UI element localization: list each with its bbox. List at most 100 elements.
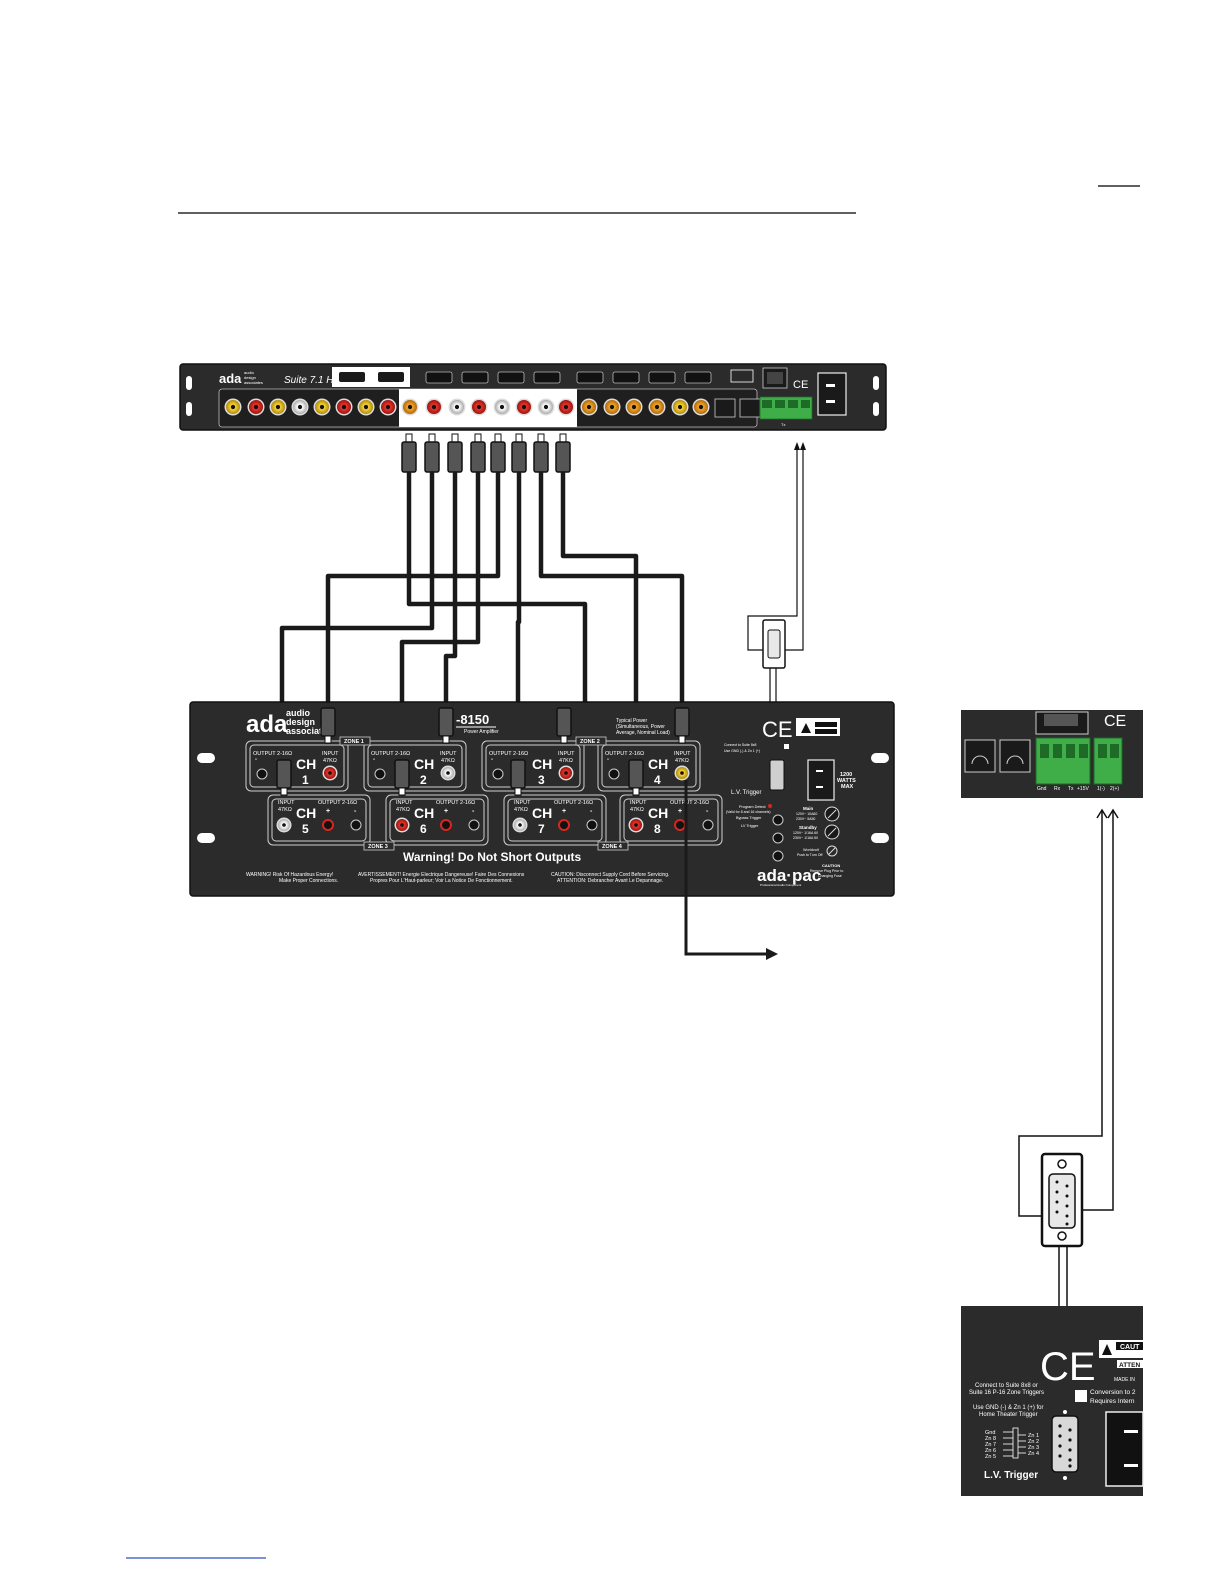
minus-sign: - bbox=[607, 757, 609, 763]
worldvolt-switch[interactable] bbox=[826, 845, 838, 857]
lv-pin-label: Zn 4 bbox=[1028, 1451, 1039, 1457]
channel-word: CH bbox=[296, 756, 316, 772]
zoom-lv-label: L.V. Trigger bbox=[984, 1470, 1038, 1481]
hdmi-ports bbox=[425, 371, 712, 384]
rca-plug bbox=[555, 441, 571, 473]
speaker-terminal-negative bbox=[586, 819, 598, 831]
warning-en: Make Proper Connections. bbox=[279, 878, 338, 884]
plus-sign: + bbox=[326, 808, 330, 815]
rca-plug bbox=[533, 441, 549, 473]
amplifier-back-panel: ada audio design associates -8150 Power … bbox=[189, 701, 895, 897]
terminal-pin-label: Tx bbox=[1068, 786, 1074, 792]
receiver-brand-line: audio bbox=[244, 370, 255, 375]
terminal-pin-label: 2(+) bbox=[1110, 786, 1119, 792]
amp-brand: ada bbox=[246, 711, 288, 738]
svg-text:CE: CE bbox=[1040, 1345, 1096, 1389]
main-fuse-label: Main bbox=[803, 806, 814, 811]
receiver-terminal-block bbox=[759, 396, 813, 420]
receiver-tx-label: Tx bbox=[781, 422, 785, 427]
standby-fuse-label: Standby bbox=[799, 825, 817, 830]
minus-sign: - bbox=[354, 808, 357, 815]
rca-plug bbox=[424, 441, 440, 473]
input-ohm: 47KΩ bbox=[514, 807, 528, 813]
input-label: INPUT bbox=[440, 751, 457, 757]
lv-pin-label: Zn 2 bbox=[1028, 1439, 1039, 1445]
amp-input-plugs bbox=[276, 707, 690, 796]
adapac-logo-sub: Professional Audio Component bbox=[760, 883, 801, 887]
output-label: OUTPUT 2-16Ω bbox=[436, 800, 475, 806]
rca-plug bbox=[674, 707, 690, 737]
receiver-rca-jacks bbox=[224, 398, 710, 416]
output-label: OUTPUT 2-16Ω bbox=[253, 751, 292, 757]
channel-number: 3 bbox=[538, 773, 545, 787]
plus-sign: + bbox=[562, 808, 566, 815]
zoom-conversion: Conversion to 2 bbox=[1090, 1389, 1136, 1396]
input-ohm: 47KΩ bbox=[559, 758, 573, 764]
output-label: OUTPUT 2-16Ω bbox=[554, 800, 593, 806]
input-label: INPUT bbox=[322, 751, 339, 757]
speaker-terminal-negative bbox=[468, 819, 480, 831]
output-label: OUTPUT 2-16Ω bbox=[670, 800, 709, 806]
channel-word: CH bbox=[414, 756, 434, 772]
rca-plug bbox=[438, 707, 454, 737]
caution-small: Remove Plug Prior to bbox=[810, 869, 843, 873]
input-label: INPUT bbox=[514, 800, 531, 806]
standby-fuse-label: 230V~ 1/16A 50 bbox=[793, 836, 818, 840]
terminal-pin-label: 1(-) bbox=[1097, 786, 1105, 792]
zoom-terminal-block bbox=[1035, 737, 1123, 785]
svg-text:Connect to Suite 8x8: Connect to Suite 8x8 bbox=[724, 743, 757, 747]
worldvolt-label: Push to Turn Off bbox=[797, 853, 822, 857]
input-ohm: 47KΩ bbox=[675, 758, 689, 764]
minus-sign: - bbox=[255, 757, 257, 763]
lv-trigger-db9 bbox=[769, 759, 785, 791]
input-ohm: 47KΩ bbox=[441, 758, 455, 764]
lv-pin-label: Zn 7 bbox=[985, 1442, 996, 1448]
program-detect: (Valid for 8 and 16 channels) bbox=[726, 810, 771, 814]
program-detect-led bbox=[768, 804, 772, 808]
warning-en: WARNING! Risk Of Hazardous Energy! bbox=[246, 872, 333, 878]
speaker-terminal bbox=[374, 768, 386, 780]
speaker-terminal-negative bbox=[702, 819, 714, 831]
minus-sign: - bbox=[373, 757, 375, 763]
program-detect: Program Detect bbox=[739, 805, 767, 809]
plus-sign: + bbox=[444, 808, 448, 815]
zoom-connect-text: Suite 16 P-16 Zone Triggers bbox=[969, 1390, 1044, 1396]
worldvolt-label: Worldvolt bbox=[803, 848, 820, 852]
zoom-connect-text: Connect to Suite 8x8 or bbox=[975, 1383, 1038, 1389]
rca-plug bbox=[394, 759, 410, 789]
channel-number: 5 bbox=[302, 822, 309, 836]
lv-pin-label: Zn 1 bbox=[1028, 1433, 1039, 1439]
amp-model: -8150 bbox=[456, 712, 489, 727]
main-fuse-label: 230V~ 5A50 bbox=[796, 817, 815, 821]
caution-small: Changing Fuse bbox=[818, 874, 842, 878]
channel-number: 8 bbox=[654, 822, 661, 836]
rca-plug bbox=[510, 759, 526, 789]
receiver-power-inlet bbox=[817, 372, 847, 416]
program-detect: Bypass Trigger bbox=[736, 816, 762, 820]
channel-word: CH bbox=[532, 756, 552, 772]
amp-brand-line: associates bbox=[286, 726, 332, 736]
input-ohm: 47KΩ bbox=[323, 758, 337, 764]
speaker-terminal bbox=[492, 768, 504, 780]
minus-sign: - bbox=[472, 808, 475, 815]
caution-small: CAUTION bbox=[822, 863, 840, 868]
rca-plug bbox=[276, 759, 292, 789]
lv-pin-label: Zn 6 bbox=[985, 1448, 996, 1454]
power-note: Average, Nominal Load) bbox=[616, 730, 670, 736]
zoom-made-in: MADE IN bbox=[1114, 1377, 1135, 1383]
channel-word: CH bbox=[648, 805, 668, 821]
output-label: OUTPUT 2-16Ω bbox=[318, 800, 357, 806]
channel-number: 1 bbox=[302, 773, 309, 787]
receiver-brand-line: design bbox=[244, 375, 256, 380]
input-label: INPUT bbox=[630, 800, 647, 806]
output-label: OUTPUT 2-16Ω bbox=[371, 751, 410, 757]
zoom-db9-plug bbox=[1040, 1152, 1084, 1248]
speaker-terminal bbox=[256, 768, 268, 780]
receiver-brand: ada bbox=[219, 371, 242, 386]
channel-number: 7 bbox=[538, 822, 545, 836]
power-note: Typical Power bbox=[616, 718, 647, 724]
